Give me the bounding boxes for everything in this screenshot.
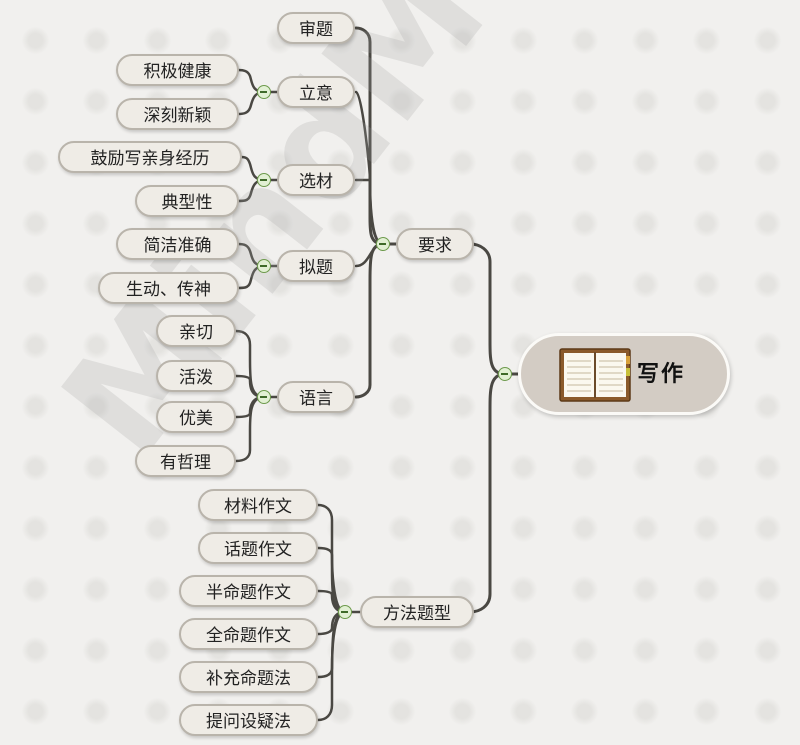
node-xuancai-1[interactable]: 鼓励写亲身经历 [58,141,242,173]
node-yuyan-2[interactable]: 活泼 [156,360,236,392]
collapse-toggle-icon[interactable] [257,390,271,404]
node-method-5[interactable]: 补充命题法 [179,661,318,693]
node-yuyan-1[interactable]: 亲切 [156,315,236,347]
node-shenti[interactable]: 审题 [277,12,355,44]
root-node[interactable]: 写作 [518,333,730,415]
node-method-3[interactable]: 半命题作文 [179,575,318,607]
node-yuyan-4[interactable]: 有哲理 [135,445,236,477]
node-method-6[interactable]: 提问设疑法 [179,704,318,736]
node-liyi[interactable]: 立意 [277,76,355,108]
node-xuancai-2[interactable]: 典型性 [135,185,239,217]
node-niti[interactable]: 拟题 [277,250,355,282]
root-label: 写作 [637,362,686,387]
branch-methods[interactable]: 方法题型 [360,596,474,628]
node-niti-2[interactable]: 生动、传神 [98,272,239,304]
collapse-toggle-icon[interactable] [257,85,271,99]
collapse-toggle-icon[interactable] [376,237,390,251]
collapse-toggle-icon[interactable] [338,605,352,619]
branch-requirements[interactable]: 要求 [396,228,474,260]
collapse-toggle-icon[interactable] [257,173,271,187]
node-liyi-2[interactable]: 深刻新颖 [116,98,239,130]
node-niti-1[interactable]: 简洁准确 [116,228,239,260]
collapse-toggle-icon[interactable] [498,367,512,381]
node-yuyan-3[interactable]: 优美 [156,401,236,433]
node-liyi-1[interactable]: 积极健康 [116,54,239,86]
node-method-1[interactable]: 材料作文 [198,489,318,521]
node-method-4[interactable]: 全命题作文 [179,618,318,650]
node-method-2[interactable]: 话题作文 [198,532,318,564]
notebook-icon [559,348,631,402]
node-xuancai[interactable]: 选材 [277,164,355,196]
collapse-toggle-icon[interactable] [257,259,271,273]
node-yuyan[interactable]: 语言 [277,381,355,413]
